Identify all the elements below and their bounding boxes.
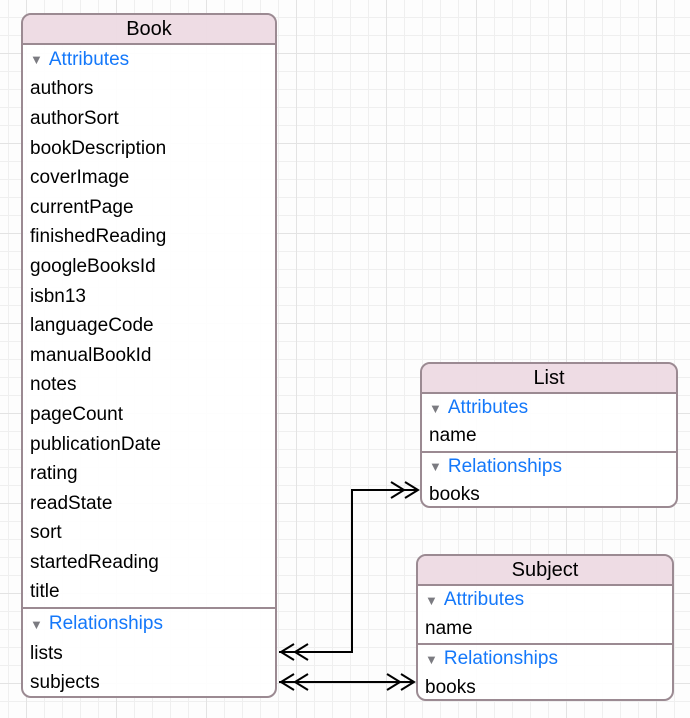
row-authors[interactable]: authors bbox=[23, 75, 275, 105]
row-isbn13[interactable]: isbn13 bbox=[23, 282, 275, 312]
disclosure-triangle-icon[interactable]: ▼ bbox=[30, 616, 43, 632]
many-arrowhead-icon bbox=[390, 481, 406, 499]
attribute-label: finishedReading bbox=[30, 226, 167, 248]
attribute-label: sort bbox=[30, 522, 62, 544]
entity-book[interactable]: Book ▼ Attributes authors authorSort boo… bbox=[21, 13, 277, 698]
relationships-section-header[interactable]: ▼ Relationships bbox=[23, 607, 275, 639]
section-label: Attributes bbox=[447, 397, 529, 419]
many-arrowhead-icon bbox=[400, 673, 416, 691]
row-finishedReading[interactable]: finishedReading bbox=[23, 223, 275, 253]
attribute-label: bookDescription bbox=[30, 137, 167, 159]
section-label: Attributes bbox=[443, 589, 525, 611]
disclosure-triangle-icon[interactable]: ▼ bbox=[429, 459, 442, 475]
many-arrowhead-icon bbox=[293, 673, 309, 691]
disclosure-triangle-icon[interactable]: ▼ bbox=[30, 52, 43, 68]
relationship-label: subjects bbox=[30, 672, 100, 694]
entity-subject[interactable]: Subject ▼ Attributes name ▼ Relationship… bbox=[416, 554, 674, 701]
many-arrowhead-icon bbox=[386, 673, 402, 691]
entity-list[interactable]: List ▼ Attributes name ▼ Relationships b… bbox=[420, 362, 678, 508]
attribute-label: name bbox=[425, 617, 473, 639]
attribute-label: readState bbox=[30, 492, 113, 514]
row-subjects[interactable]: subjects bbox=[23, 668, 275, 696]
row-list-name[interactable]: name bbox=[422, 422, 676, 450]
attribute-label: manualBookId bbox=[30, 344, 152, 366]
relationships-section-header[interactable]: ▼ Relationships bbox=[422, 450, 676, 481]
row-list-books[interactable]: books bbox=[422, 481, 676, 506]
relationships-section-header[interactable]: ▼ Relationships bbox=[418, 643, 672, 674]
row-title[interactable]: title bbox=[23, 578, 275, 608]
row-authorSort[interactable]: authorSort bbox=[23, 104, 275, 134]
attribute-label: authors bbox=[30, 78, 94, 100]
attribute-label: notes bbox=[30, 374, 77, 396]
row-rating[interactable]: rating bbox=[23, 459, 275, 489]
section-label: Relationships bbox=[48, 613, 163, 635]
row-subject-books[interactable]: books bbox=[418, 674, 672, 699]
attribute-label: googleBooksId bbox=[30, 255, 156, 277]
row-bookDescription[interactable]: bookDescription bbox=[23, 134, 275, 164]
section-label: Attributes bbox=[48, 48, 130, 70]
relationship-label: books bbox=[429, 484, 480, 506]
attribute-label: pageCount bbox=[30, 403, 123, 425]
attribute-label: coverImage bbox=[30, 167, 130, 189]
row-currentPage[interactable]: currentPage bbox=[23, 193, 275, 223]
disclosure-triangle-icon[interactable]: ▼ bbox=[425, 592, 438, 608]
attribute-label: isbn13 bbox=[30, 285, 86, 307]
entity-title[interactable]: Subject bbox=[418, 556, 672, 586]
connector-book-lists-to-list-books[interactable] bbox=[279, 489, 418, 653]
row-manualBookId[interactable]: manualBookId bbox=[23, 341, 275, 371]
row-startedReading[interactable]: startedReading bbox=[23, 548, 275, 578]
relationship-label: books bbox=[425, 677, 476, 699]
many-arrowhead-icon bbox=[279, 643, 295, 661]
many-arrowhead-icon bbox=[404, 481, 420, 499]
row-notes[interactable]: notes bbox=[23, 371, 275, 401]
row-readState[interactable]: readState bbox=[23, 489, 275, 519]
row-sort[interactable]: sort bbox=[23, 519, 275, 549]
attribute-label: title bbox=[30, 581, 60, 603]
disclosure-triangle-icon[interactable]: ▼ bbox=[425, 651, 438, 667]
attribute-label: publicationDate bbox=[30, 433, 161, 455]
row-subject-name[interactable]: name bbox=[418, 615, 672, 644]
row-languageCode[interactable]: languageCode bbox=[23, 311, 275, 341]
attributes-section-header[interactable]: ▼ Attributes bbox=[422, 394, 676, 422]
attribute-label: currentPage bbox=[30, 196, 134, 218]
attribute-label: languageCode bbox=[30, 315, 154, 337]
row-lists[interactable]: lists bbox=[23, 639, 275, 669]
disclosure-triangle-icon[interactable]: ▼ bbox=[429, 400, 442, 416]
attribute-label: authorSort bbox=[30, 107, 119, 129]
many-arrowhead-icon bbox=[293, 643, 309, 661]
row-googleBooksId[interactable]: googleBooksId bbox=[23, 252, 275, 282]
relationship-label: lists bbox=[30, 642, 63, 664]
row-publicationDate[interactable]: publicationDate bbox=[23, 430, 275, 460]
many-arrowhead-icon bbox=[279, 673, 295, 691]
section-label: Relationships bbox=[443, 648, 558, 670]
attributes-section-header[interactable]: ▼ Attributes bbox=[418, 586, 672, 615]
entity-title[interactable]: List bbox=[422, 364, 676, 394]
attribute-label: startedReading bbox=[30, 551, 159, 573]
row-pageCount[interactable]: pageCount bbox=[23, 400, 275, 430]
attribute-label: name bbox=[429, 425, 477, 447]
entity-title[interactable]: Book bbox=[23, 15, 275, 45]
attributes-section-header[interactable]: ▼ Attributes bbox=[23, 45, 275, 75]
attribute-label: rating bbox=[30, 463, 78, 485]
section-label: Relationships bbox=[447, 455, 562, 477]
row-coverImage[interactable]: coverImage bbox=[23, 163, 275, 193]
